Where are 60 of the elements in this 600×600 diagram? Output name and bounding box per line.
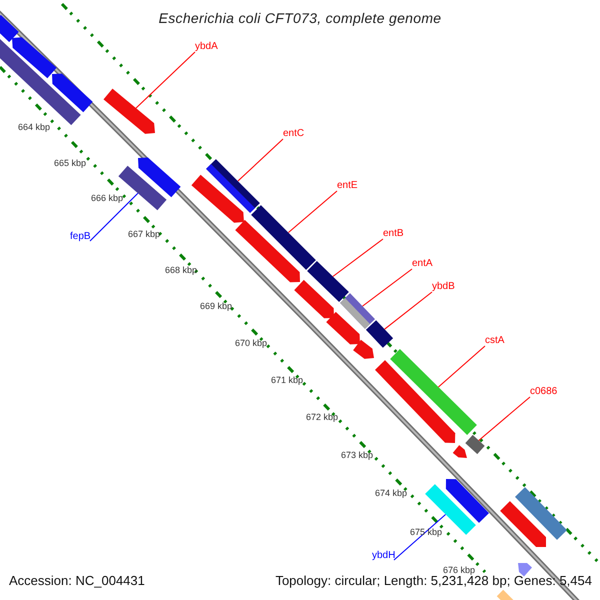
leader-line xyxy=(362,268,412,307)
scale-label: 672 kbp xyxy=(306,412,338,423)
leader-line xyxy=(90,192,138,242)
scale-label: 674 kbp xyxy=(375,488,408,499)
scale-label: 673 kbp xyxy=(341,450,374,461)
footer-text: Accession: NC_004431 xyxy=(9,573,145,588)
diagram-title: Escherichia coli CFT073, complete genome xyxy=(158,10,442,26)
leader-line xyxy=(438,346,486,388)
gene-block xyxy=(326,312,360,344)
gene-label: entE xyxy=(337,180,358,192)
leader-line xyxy=(237,138,284,182)
scale-label: 670 kbp xyxy=(235,338,268,349)
gene-block xyxy=(104,88,155,134)
leader-line xyxy=(288,190,338,234)
gene-label: entC xyxy=(283,128,304,140)
gene-label: ybdB xyxy=(432,281,455,293)
gene-block xyxy=(425,484,476,535)
gene-block xyxy=(0,14,19,42)
gene-block xyxy=(138,158,181,198)
scale-label: 675 kbp xyxy=(410,527,442,538)
gene-label: ybdA xyxy=(195,41,218,53)
footer-text: Topology: circular; Length: 5,231,428 bp; Genes: 5,454 xyxy=(275,573,592,588)
gene-block xyxy=(235,220,300,282)
gene-block xyxy=(496,590,516,600)
scale-label: 676 kbp xyxy=(443,565,476,576)
leader-line xyxy=(384,292,432,330)
scale-label: 668 kbp xyxy=(165,265,198,276)
gene-block xyxy=(465,434,485,454)
leader-line xyxy=(332,238,384,277)
gene-block xyxy=(191,174,244,223)
gene-label: entA xyxy=(412,258,433,270)
scale-label: 671 kbp xyxy=(271,375,304,386)
gene-block xyxy=(452,445,467,458)
scale-label: 667 kbp xyxy=(128,229,160,240)
gene-block xyxy=(375,360,456,443)
gene-block xyxy=(52,74,93,112)
gene-block xyxy=(518,563,532,576)
scale-label: 664 kbp xyxy=(18,122,50,133)
leader-line xyxy=(478,396,530,441)
gene-block xyxy=(500,501,546,547)
gene-block xyxy=(515,487,567,540)
scale-label: 665 kbp xyxy=(54,158,86,169)
leader-line xyxy=(135,52,196,109)
gene-block xyxy=(307,261,349,302)
gene-block xyxy=(366,320,394,348)
gene-label: ybdH xyxy=(372,550,396,562)
leader-line xyxy=(394,514,446,560)
gene-block xyxy=(12,37,57,78)
gene-block xyxy=(390,349,477,435)
gene-label: c0686 xyxy=(530,386,558,398)
gene-label: entB xyxy=(383,228,404,240)
gene-label: cstA xyxy=(485,335,504,347)
scale-label: 669 kbp xyxy=(200,301,232,312)
gene-block xyxy=(0,38,81,126)
gene-block xyxy=(251,205,316,270)
gene-block xyxy=(294,280,334,318)
gene-block xyxy=(446,479,489,523)
gene-label: fepB xyxy=(70,231,91,243)
gene-block xyxy=(353,340,374,359)
scale-label: 666 kbp xyxy=(91,193,124,204)
